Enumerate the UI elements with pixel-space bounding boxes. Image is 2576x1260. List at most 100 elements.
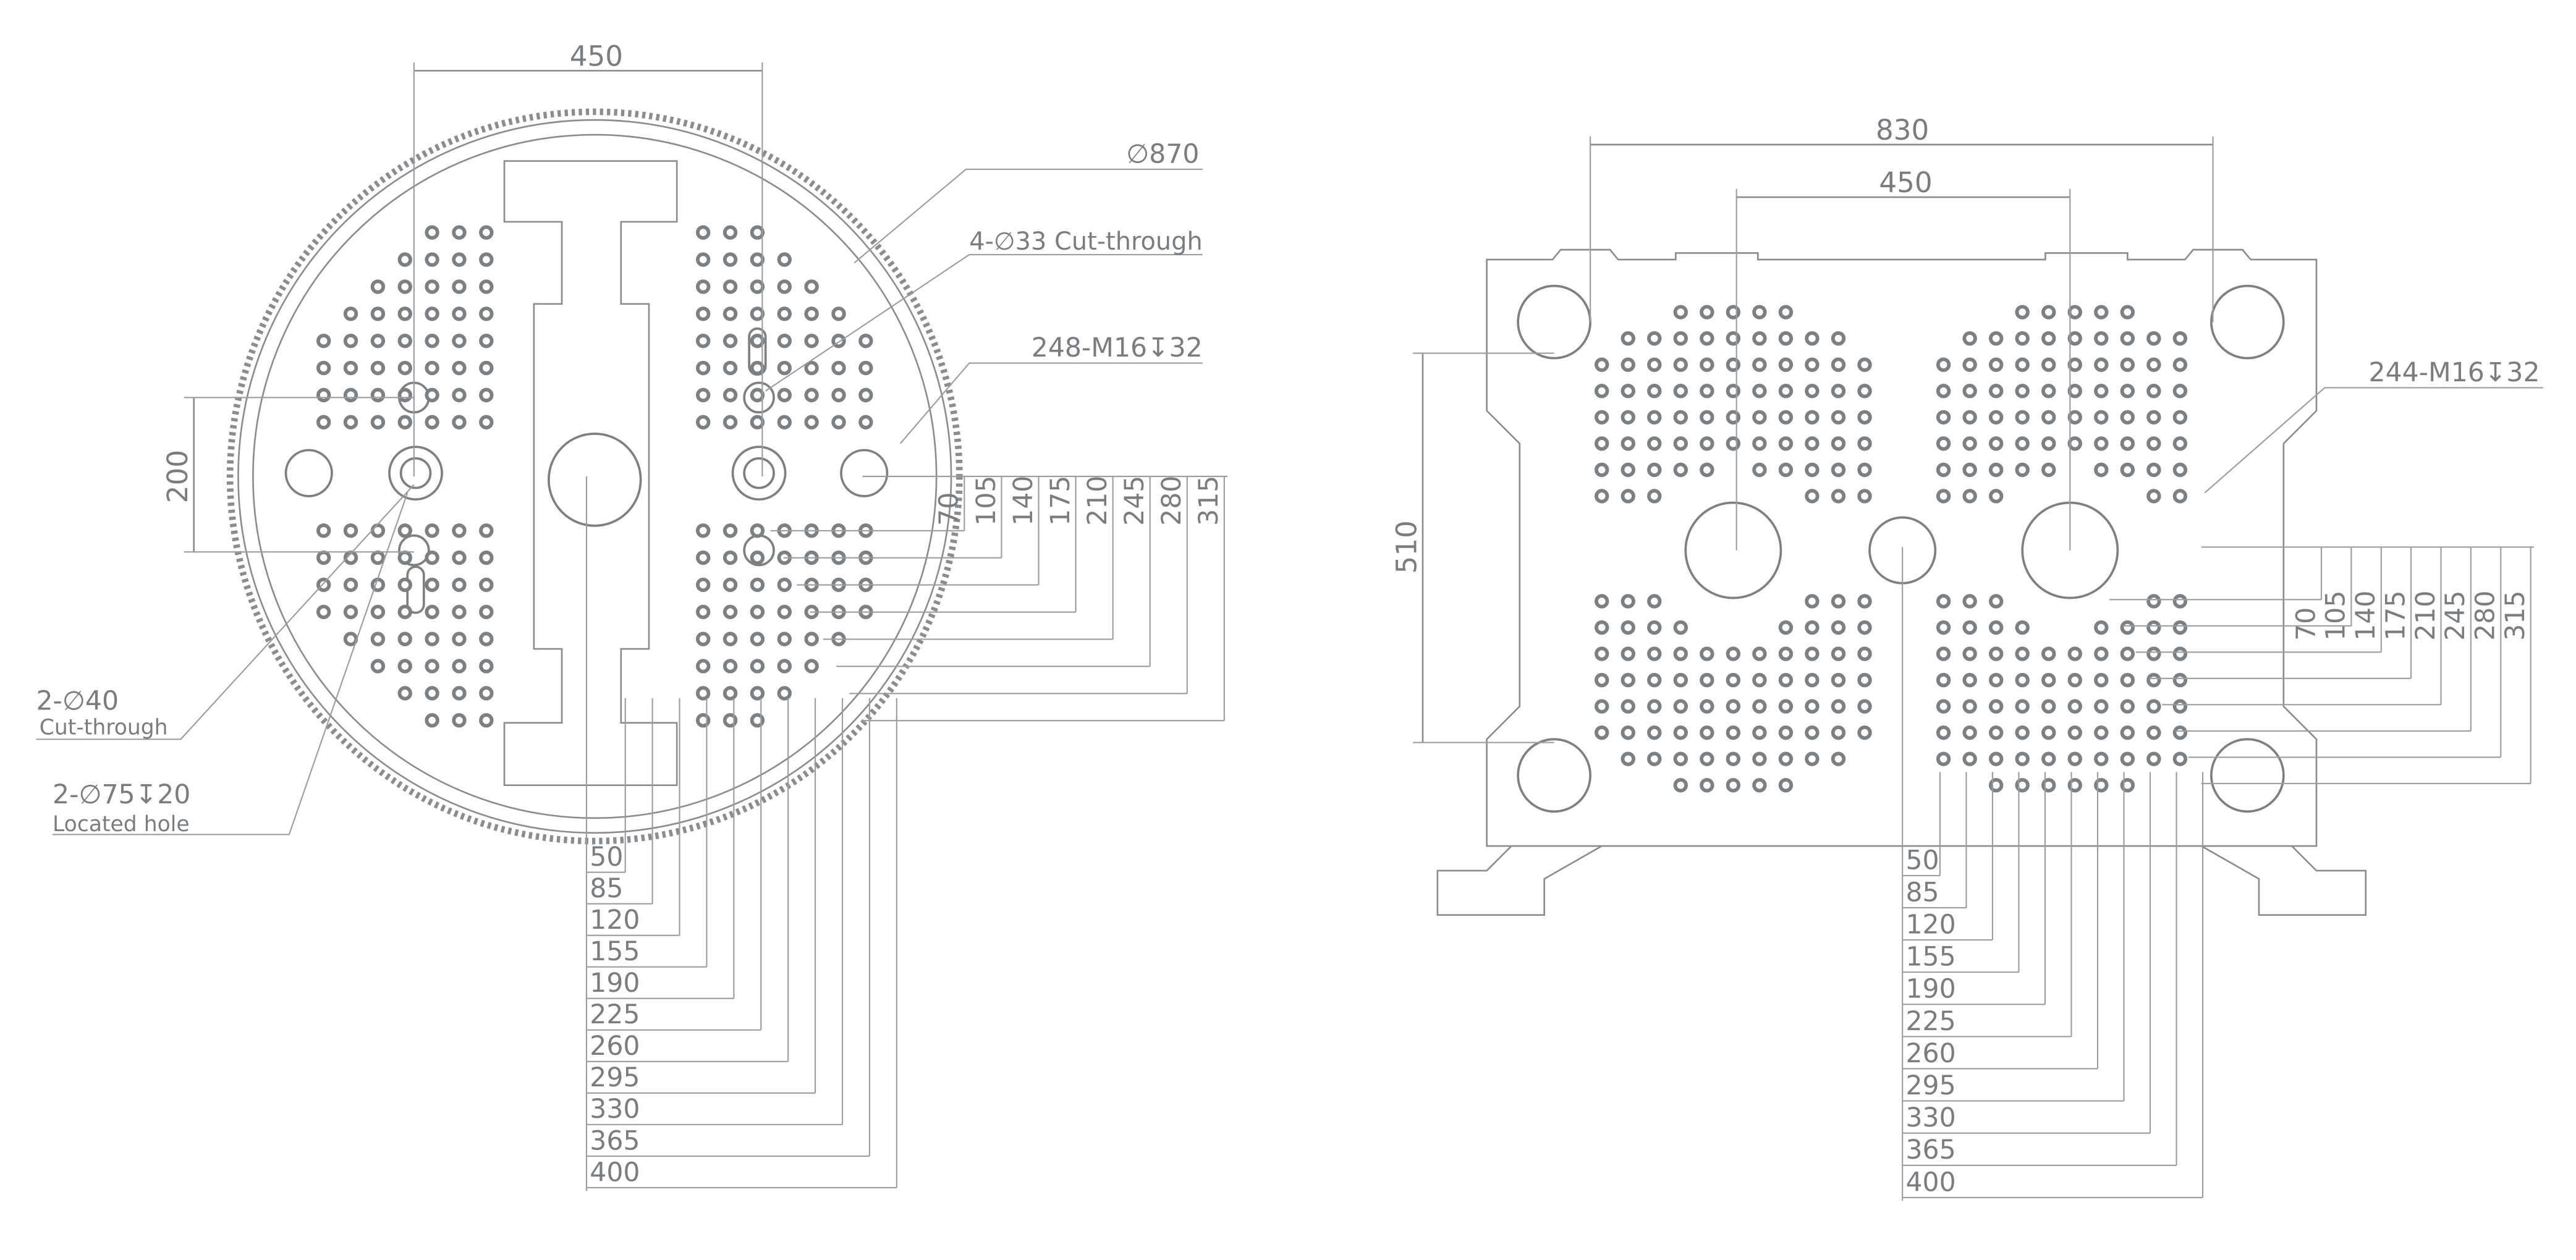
tapped-hole (452, 307, 467, 321)
tapped-hole (2015, 620, 2030, 635)
tapped-hole (1595, 436, 1609, 451)
tapped-hole (1673, 672, 1688, 688)
tapped-hole (2146, 489, 2161, 504)
tapped-hole (1936, 751, 1951, 766)
tapped-hole (1647, 594, 1662, 609)
tapped-hole (2015, 699, 2030, 714)
tapped-hole (343, 307, 358, 321)
tapped-hole (397, 307, 412, 321)
dim-label-h: 190 (1905, 975, 1955, 1005)
tapped-hole (2094, 699, 2109, 714)
tapped-hole (2067, 751, 2082, 766)
tapped-hole (1700, 751, 1714, 766)
tapped-hole (1647, 410, 1662, 425)
tapped-hole (452, 387, 467, 403)
tapped-hole (343, 415, 358, 429)
tapped-hole (2120, 462, 2135, 478)
tapped-hole (1752, 699, 1767, 714)
tapped-hole (750, 713, 765, 728)
tapped-hole (343, 523, 358, 538)
tapped-hole (1936, 357, 1951, 372)
tapped-hole (452, 577, 467, 593)
dim-label-h: 295 (1905, 1071, 1955, 1101)
tapped-hole (2041, 699, 2056, 714)
tapped-hole (2146, 672, 2161, 688)
tapped-hole (1936, 410, 1951, 425)
tapped-hole (750, 550, 765, 565)
tapped-hole (425, 659, 439, 674)
tapped-hole (1831, 725, 1846, 740)
tapped-hole (425, 387, 439, 403)
tapped-hole (370, 387, 386, 403)
tapped-hole (777, 415, 792, 429)
tapped-hole (1621, 357, 1635, 372)
dim-200: 200 (161, 450, 194, 503)
tapped-hole (2120, 725, 2135, 740)
tapped-hole (1621, 672, 1635, 688)
dim-label-v: 280 (1157, 476, 1187, 526)
tapped-hole (479, 279, 494, 294)
tapped-hole (1962, 620, 1977, 635)
tie-bar-hole (2210, 738, 2285, 813)
tapped-hole (1700, 357, 1714, 372)
tapped-hole (750, 577, 765, 593)
tapped-hole (1831, 699, 1846, 714)
tapped-hole (1752, 462, 1767, 478)
platen-outline (1436, 248, 2367, 916)
tapped-hole (804, 387, 819, 403)
tapped-hole (397, 523, 412, 538)
tapped-hole (1673, 384, 1688, 399)
tapped-hole (370, 550, 386, 565)
tapped-hole (397, 252, 412, 267)
tapped-hole (831, 387, 846, 403)
tapped-hole (1700, 725, 1714, 740)
tapped-hole (2120, 436, 2135, 451)
tapped-hole (2172, 751, 2188, 766)
tapped-hole (1988, 462, 2004, 478)
tapped-hole (316, 415, 331, 429)
tapped-hole (2067, 410, 2082, 425)
tapped-hole (479, 252, 494, 267)
tapped-hole (1647, 436, 1662, 451)
dim-label-v: 245 (1120, 476, 1150, 526)
tapped-hole (2015, 357, 2030, 372)
tapped-hole (2094, 436, 2109, 451)
tapped-hole (2120, 620, 2135, 635)
tapped-hole (1857, 620, 1872, 635)
tapped-hole (343, 604, 358, 619)
dim-label-h: 260 (590, 1031, 640, 1062)
dim-label-v: 140 (2351, 591, 2381, 641)
tapped-hole (2120, 778, 2135, 793)
tapped-hole (1805, 620, 1820, 635)
tapped-hole (452, 659, 467, 674)
tapped-hole (1857, 672, 1872, 688)
dim-label-h: 330 (590, 1094, 640, 1125)
tapped-hole (2146, 646, 2161, 661)
tapped-hole (1752, 751, 1767, 766)
tapped-hole (1700, 410, 1714, 425)
tapped-hole (1805, 646, 1820, 661)
tapped-hole (722, 686, 738, 701)
tapped-hole (2015, 462, 2030, 478)
tapped-hole (1988, 331, 2004, 346)
tapped-hole (2094, 672, 2109, 688)
dim-label-v: 210 (1083, 476, 1113, 526)
tie-bar-hole (1517, 738, 1591, 813)
tapped-hole (1936, 725, 1951, 740)
tapped-hole (695, 252, 711, 267)
tapped-hole (452, 550, 467, 565)
tapped-hole (2146, 331, 2161, 346)
tapped-hole (1831, 751, 1846, 766)
tapped-hole (2067, 725, 2082, 740)
locating-hole-inner (743, 457, 775, 489)
tapped-hole (750, 225, 765, 240)
tapped-hole (1831, 620, 1846, 635)
tapped-hole (777, 686, 792, 701)
tapped-hole (695, 659, 711, 674)
tapped-hole (1831, 357, 1846, 372)
tapped-hole (1647, 725, 1662, 740)
tapped-hole (1805, 462, 1820, 478)
tapped-hole (1673, 305, 1688, 319)
